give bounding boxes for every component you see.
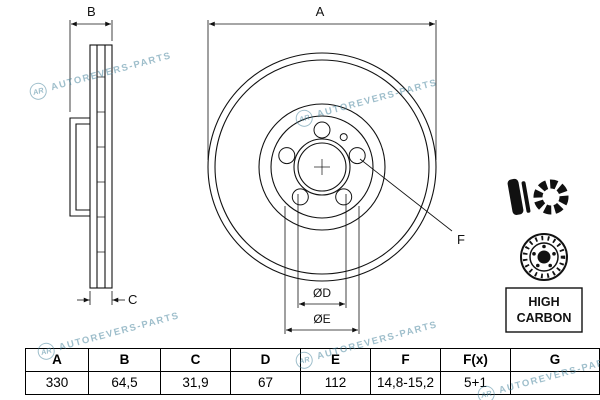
value-cell-d: 67 [230,372,300,394]
high-carbon-line2: CARBON [517,311,572,325]
side-view [69,44,113,289]
header-cell-f: F [370,349,440,371]
center-cross [314,159,330,175]
header-cell-b: B [88,349,160,371]
table-value-row: 330 64,5 31,9 67 112 14,8-15,2 5+1 [26,372,599,394]
header-cell-fx: F(x) [440,349,510,371]
value-cell-c: 31,9 [160,372,230,394]
header-cell-a: A [52,352,62,367]
front-view-dimensions [207,20,453,334]
header-cell-d: D [230,349,300,371]
header-cell-e: E [300,349,370,371]
f-leader-line [359,158,453,232]
brake-disc-icon [520,233,568,281]
dim-e-label: ØE [313,312,330,326]
header-cell-c: C [160,349,230,371]
dim-c-label: C [128,292,137,307]
dimensions-table: A B C D E F F(x) G 330 64,5 31,9 67 112 … [25,348,600,395]
dim-f-label: F [457,232,465,247]
header-cell-g: G [510,349,599,371]
drawing-area: B C [69,4,583,334]
front-view [207,52,437,282]
side-view-dimensions [69,20,125,305]
value-cell-b: 64,5 [88,372,160,394]
value-cell-a: 330 [45,375,69,390]
bolt-holes [278,121,366,206]
value-cell-f: 14,8-15,2 [370,372,440,394]
table-header-row: A B C D E F F(x) G [26,349,599,372]
dim-d-label: ØD [313,286,331,300]
value-cell-fx: 5+1 [440,372,510,394]
dim-a-label: A [316,4,325,19]
dim-b-label: B [87,4,96,19]
high-carbon-line1: HIGH [528,295,559,309]
locating-hole [339,133,348,142]
value-cell-g [510,372,599,394]
value-cell-e: 112 [300,372,370,394]
brake-pad-icon [507,178,569,215]
high-carbon-badge: HIGH CARBON [505,287,583,333]
